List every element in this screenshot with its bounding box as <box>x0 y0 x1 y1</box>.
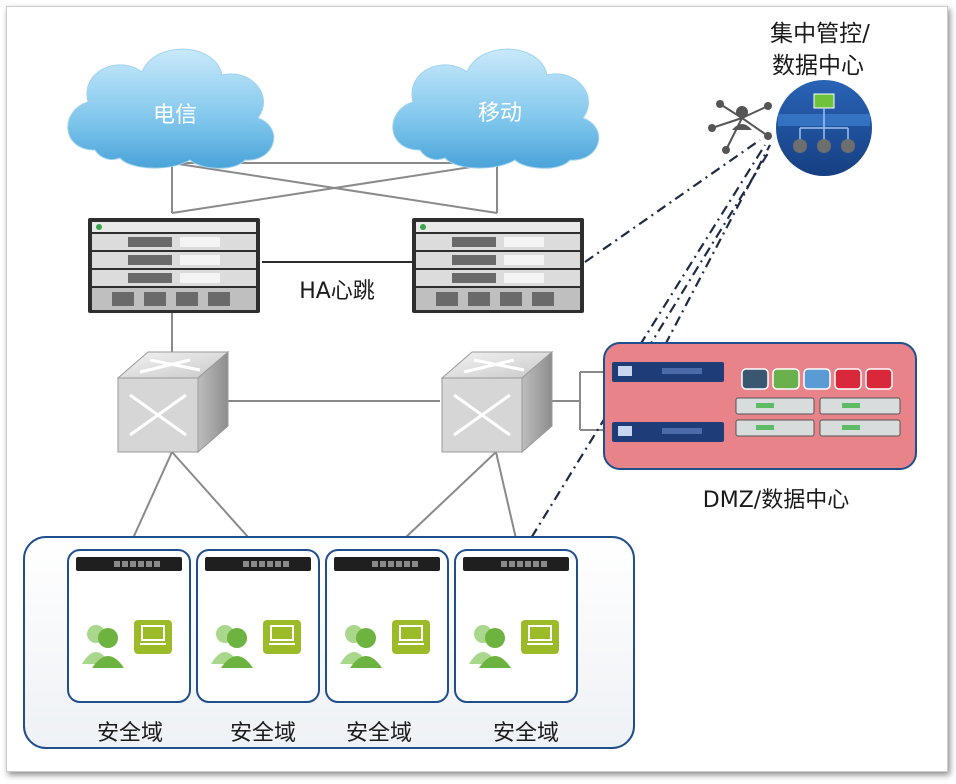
cloud-telecom: 电信 <box>67 48 275 169</box>
core-switch-left <box>116 350 230 454</box>
users-icon <box>469 625 511 668</box>
dmz-data-center <box>603 342 917 470</box>
security-zone-label: 安全域 <box>346 721 412 746</box>
access-switch <box>334 557 440 571</box>
security-zone-card: 安全域 <box>325 549 449 746</box>
security-zone-label: 安全域 <box>230 721 296 746</box>
dmz-service-block <box>741 368 769 390</box>
laptop-icon <box>134 620 172 654</box>
dmz-firewall-1 <box>612 362 724 382</box>
security-zone-card: 安全域 <box>196 549 320 746</box>
dmz-service-block <box>834 368 862 390</box>
security-zone-card: 安全域 <box>454 549 578 746</box>
cloud-mobile-label: 移动 <box>478 101 522 126</box>
ha-heartbeat-label: HA心跳 <box>299 279 375 304</box>
access-switch <box>463 557 569 571</box>
data-center-hierarchy-icon <box>776 80 872 176</box>
users-icon <box>82 625 124 668</box>
core-switch-right <box>440 350 554 454</box>
dmz-firewall-2 <box>612 422 724 442</box>
central-management: 集中管控/ 数据中心 <box>708 21 872 176</box>
people-network-icon <box>708 100 772 154</box>
management-links <box>519 139 771 557</box>
firewall-chassis-right <box>412 218 584 313</box>
security-zone-label: 安全域 <box>493 721 559 746</box>
dmz-label: DMZ/数据中心 <box>703 488 849 513</box>
access-switch <box>76 557 182 571</box>
dmz-servers <box>735 397 901 437</box>
security-zone-label: 安全域 <box>97 721 163 746</box>
security-zone-card: 安全域 <box>67 549 191 746</box>
dmz-service-block <box>803 368 831 390</box>
users-icon <box>340 625 382 668</box>
laptop-icon <box>263 620 301 654</box>
central-management-title-line2: 数据中心 <box>772 53 864 79</box>
dmz-service-block <box>772 368 800 390</box>
cloud-telecom-label: 电信 <box>153 103 197 128</box>
access-switch <box>205 557 311 571</box>
dmz-service-blocks <box>741 368 893 390</box>
laptop-icon <box>392 620 430 654</box>
security-zones: 安全域 安全域 安全域 安全域 <box>67 549 578 746</box>
dmz-service-block <box>865 368 893 390</box>
central-management-title-line1: 集中管控/ <box>770 21 870 47</box>
users-icon <box>211 625 253 668</box>
firewall-chassis-left <box>88 218 260 313</box>
cloud-mobile: 移动 <box>392 48 600 169</box>
laptop-icon <box>521 620 559 654</box>
